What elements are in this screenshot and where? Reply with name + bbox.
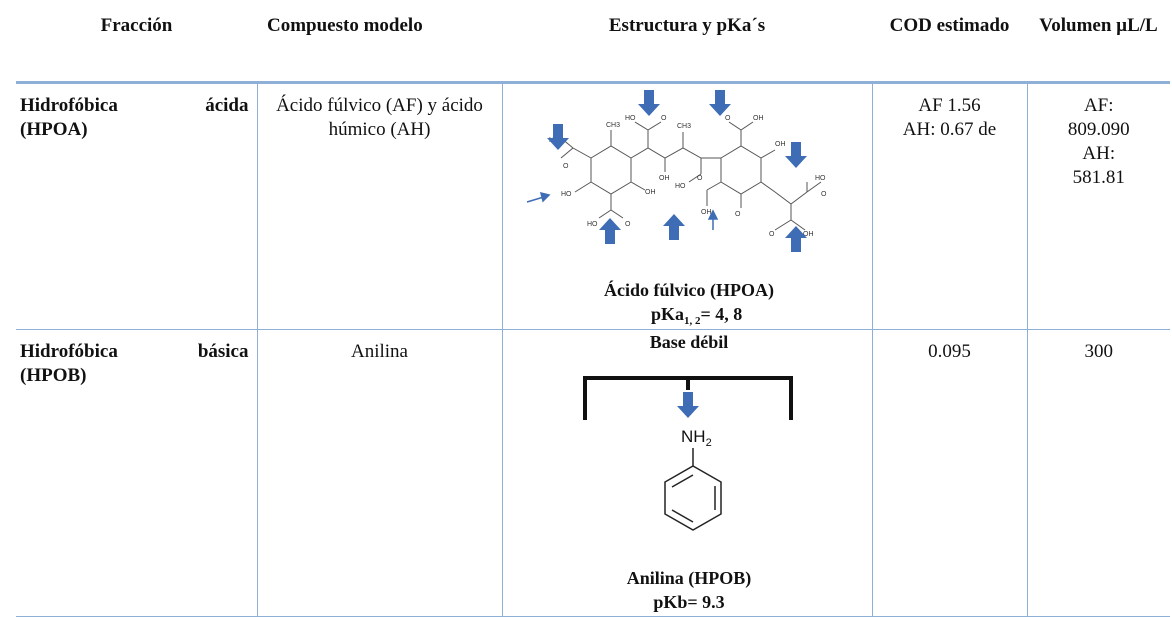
svg-text:O: O xyxy=(563,163,569,170)
fulvic-acid-structure: HOO CH3 HO HOO OH HOO OH CH3 HOO OOH OH … xyxy=(526,89,827,327)
vol-line: 581.81 xyxy=(1072,166,1125,188)
cell-cod: AF 1.56 AH: 0.67 de xyxy=(872,82,1028,330)
cell-compuesto: Anilina xyxy=(257,329,503,617)
svg-text:HO: HO xyxy=(675,183,686,190)
vol-line: AF: xyxy=(1083,94,1114,116)
header-estructura: Estructura y pKa´s xyxy=(502,6,872,84)
cell-fraccion: Hidrofóbica básica (HPOB) xyxy=(16,329,258,617)
svg-text:O: O xyxy=(697,175,703,182)
fraccion-line: Hidrofóbica básica xyxy=(20,340,249,362)
nh2-label: NH2 xyxy=(681,427,712,449)
table-row: Hidrofóbica básica (HPOB) Anilina Base d… xyxy=(16,329,1170,617)
cod-line: AH: 0.67 de xyxy=(902,118,997,140)
cell-estructura: HOO CH3 HO HOO OH HOO OH CH3 HOO OOH OH … xyxy=(502,82,873,330)
cell-volumen: AF: 809.090 AH: 581.81 xyxy=(1027,82,1170,330)
svg-text:O: O xyxy=(735,211,741,218)
svg-text:CH3: CH3 xyxy=(606,122,620,129)
figure-caption-pka: pKa1, 2= 4, 8 xyxy=(651,304,742,327)
svg-text:HO: HO xyxy=(815,175,826,182)
svg-text:O: O xyxy=(821,191,827,198)
vol-line: 809.090 xyxy=(1067,118,1130,140)
header-cod: COD estimado xyxy=(872,6,1027,84)
cod-line: AF 1.56 xyxy=(918,94,981,116)
cell-fraccion: Hidrofóbica ácida (HPOA) xyxy=(16,82,258,330)
cell-estructura: Base débil NH2 xyxy=(502,329,873,617)
svg-text:O: O xyxy=(625,221,631,228)
aniline-structure: Base débil NH2 xyxy=(582,332,793,612)
cell-compuesto: Ácido fúlvico (AF) y ácido húmico (AH) xyxy=(257,82,503,330)
header-compuesto: Compuesto modelo xyxy=(257,6,502,84)
figure-caption-pkb: pKb= 9.3 xyxy=(653,592,724,612)
svg-text:OH: OH xyxy=(701,209,712,216)
svg-text:O: O xyxy=(769,231,775,238)
header-volumen: Volumen µL/L xyxy=(1027,6,1170,84)
svg-text:HO: HO xyxy=(625,115,636,122)
svg-text:O: O xyxy=(661,115,667,122)
svg-text:OH: OH xyxy=(803,231,814,238)
down-arrow-icon xyxy=(676,391,699,418)
svg-text:HO: HO xyxy=(561,191,572,198)
svg-text:HO: HO xyxy=(587,221,598,228)
data-table: Fracción Compuesto modelo Estructura y p… xyxy=(16,6,1170,617)
svg-text:OH: OH xyxy=(753,115,764,122)
header-fraccion: Fracción xyxy=(16,6,257,84)
figure-caption-name: Anilina (HPOB) xyxy=(626,568,751,589)
table-row: Hidrofóbica ácida (HPOA) Ácido fúlvico (… xyxy=(16,82,1170,330)
cell-volumen: 300 xyxy=(1027,329,1170,617)
cell-cod: 0.095 xyxy=(872,329,1028,617)
fraccion-line: Hidrofóbica ácida xyxy=(20,94,249,116)
svg-text:OH: OH xyxy=(775,141,786,148)
figure-title: Base débil xyxy=(649,332,728,352)
header-row: Fracción Compuesto modelo Estructura y p… xyxy=(16,6,1170,84)
figure-caption-name: Ácido fúlvico (HPOA) xyxy=(604,279,774,301)
svg-text:CH3: CH3 xyxy=(677,123,691,130)
fraccion-line: (HPOA) xyxy=(20,118,88,140)
svg-text:O: O xyxy=(725,115,731,122)
vol-line: AH: xyxy=(1082,142,1116,164)
svg-text:OH: OH xyxy=(645,189,656,196)
fraccion-line: (HPOB) xyxy=(20,364,87,386)
svg-text:OH: OH xyxy=(659,175,670,182)
